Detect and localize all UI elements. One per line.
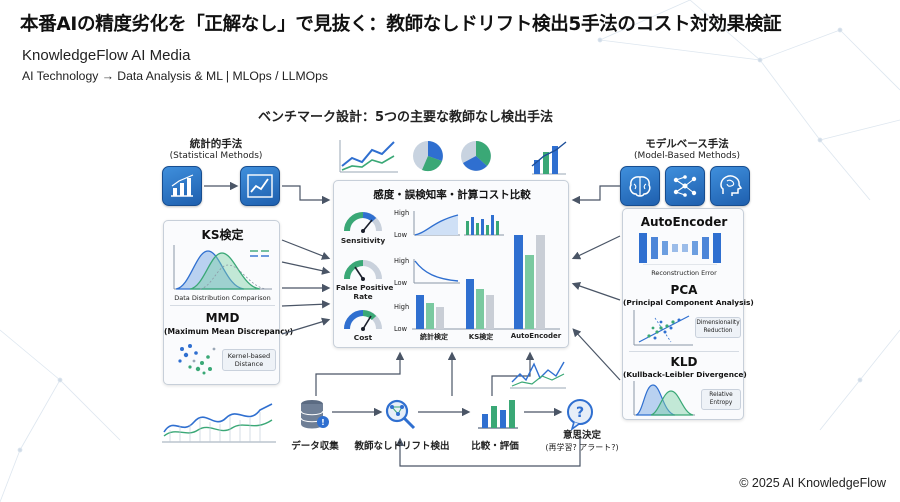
axis-high-label: High [394, 257, 410, 265]
kld-caption-box: Relative Entropy [701, 389, 741, 410]
bar-comparison-icon [478, 400, 518, 429]
brain-tile [620, 166, 660, 206]
wave-chart-decoration [162, 403, 276, 443]
statistical-subtitle: (Statistical Methods) [169, 151, 263, 161]
question-bubble-icon: ? [567, 399, 593, 431]
magnifier-network-icon [385, 399, 416, 430]
kld-fullname: (Kullback-Leibler Divergence) [623, 370, 747, 379]
gauge-icon [344, 212, 382, 233]
axis-low-label: Low [394, 231, 407, 239]
statistical-title: 統計的手法 [189, 138, 243, 150]
line-chart-tile [240, 166, 280, 206]
panel-divider [629, 351, 739, 352]
mmd-caption-line1: Kernel-based [227, 352, 271, 360]
method-label-ks: KS検定 [468, 333, 494, 341]
brain-icon [629, 176, 651, 197]
mmd-name: MMD [205, 311, 240, 325]
ks-caption: Data Distribution Comparison [174, 294, 271, 302]
bars-statistical [416, 295, 444, 329]
network-tile [665, 166, 705, 206]
statistical-methods-panel: KS検定 Data Distribution Comparison MMD (M… [163, 220, 294, 385]
brand-name: KnowledgeFlow AI Media [22, 47, 191, 64]
legend-icon [250, 250, 269, 257]
method-label-statistical: 統計検定 [420, 333, 448, 341]
pca-caption-box: Dimensionality Reduction [695, 317, 741, 338]
model-title: モデルベース手法 [645, 138, 729, 150]
scatter-points-icon [178, 344, 216, 375]
pie-chart-icon-2 [461, 141, 491, 171]
metric-cost-label: Cost [353, 333, 373, 342]
axis-high-label: High [394, 303, 410, 311]
axis-low-label: Low [394, 325, 407, 333]
axis-high-label: High [394, 209, 410, 217]
mini-bar-group [464, 215, 504, 236]
brain-head-icon [720, 175, 743, 196]
gauge-icon [344, 310, 382, 331]
bar-chart-tile [162, 166, 202, 206]
pca-caption-line1: Dimensionality [696, 320, 740, 326]
statistical-methods-header: 統計的手法 (Statistical Methods) [156, 136, 276, 161]
bar-chart-icon [531, 141, 567, 175]
comparison-title: 感度・誤検知率・計算コスト比較 [373, 189, 531, 201]
pca-scatter-chart [633, 310, 693, 346]
panel-divider [170, 305, 275, 306]
brain-tile-2 [710, 166, 750, 206]
page-title: 本番AIの精度劣化を「正解なし」で見抜く：教師なしドリフト検出5手法のコスト対効… [20, 14, 782, 35]
model-methods-panel: AutoEncoder Reconstruction Error PCA (Pr… [622, 208, 754, 420]
pca-caption-line2: Reduction [703, 327, 733, 334]
mmd-fullname: (Maximum Mean Discrepancy) [164, 327, 294, 336]
ks-test-name: KS検定 [201, 228, 244, 242]
svg-text:?: ? [576, 405, 584, 421]
svg-text:!: ! [321, 418, 325, 427]
bars-autoencoder [514, 235, 545, 329]
kld-caption-line2: Entropy [709, 399, 733, 406]
pca-fullname: (Principal Component Analysis) [623, 298, 754, 307]
comparison-panel: 感度・誤検知率・計算コスト比較 Sensitivity False Positi… [333, 180, 569, 348]
pca-name: PCA [670, 283, 698, 297]
autoencoder-caption: Reconstruction Error [651, 269, 717, 277]
decision-sublabel: (再学習? アラート?) [545, 443, 619, 452]
decorative-charts-row [339, 140, 567, 175]
mmd-caption-line2: Distance [234, 360, 264, 368]
pipeline-step-data-collection: データ収集 [291, 441, 339, 452]
false-positive-line2: Rate [353, 292, 373, 301]
breadcrumb: AI Technology → Data Analysis & ML | MLO… [22, 69, 328, 83]
line-chart-icon [339, 140, 398, 173]
kld-distribution-chart [633, 381, 695, 416]
pipeline-step-decision: 意思決定 (再学習? アラート?) [534, 430, 630, 454]
line-chart-icon [247, 174, 273, 198]
decision-label: 意思決定 [562, 430, 601, 441]
model-subtitle: (Model-Based Methods) [634, 151, 740, 161]
autoencoder-architecture-icon [639, 233, 721, 265]
bars-ks [466, 279, 494, 329]
false-positive-line1: False Positive [336, 283, 394, 292]
pie-chart-icon [413, 141, 443, 172]
database-icon: ! [300, 400, 329, 429]
sensitivity-curve [413, 211, 460, 236]
ks-distribution-chart [173, 245, 272, 290]
cost-comparison-bars [412, 235, 560, 330]
gauge-icon [344, 260, 382, 281]
kld-caption-line1: Relative [709, 392, 733, 398]
copyright-footer: © 2025 AI KnowledgeFlow [739, 476, 886, 490]
model-methods-header: モデルベース手法 (Model-Based Methods) [622, 136, 752, 161]
signal-chart-decoration [510, 361, 566, 389]
bar-chart-icon [171, 174, 194, 197]
kld-name: KLD [670, 355, 698, 369]
neural-network-icon [673, 175, 697, 197]
autoencoder-name: AutoEncoder [640, 215, 728, 229]
metric-sensitivity-label: Sensitivity [340, 236, 386, 245]
section-title: ベンチマーク設計：5つの主要な教師なし検出手法 [258, 110, 554, 125]
mmd-caption-box: Kernel-based Distance [222, 349, 276, 371]
metric-false-positive-label: False Positive Rate [336, 283, 394, 301]
pipeline-step-drift-detection: 教師なしドリフト検出 [354, 441, 450, 452]
method-label-autoencoder: AutoEncoder [510, 332, 562, 340]
false-positive-curve [413, 259, 460, 284]
pipeline-step-evaluation: 比較・評価 [471, 441, 519, 452]
axis-low-label: Low [394, 279, 407, 287]
